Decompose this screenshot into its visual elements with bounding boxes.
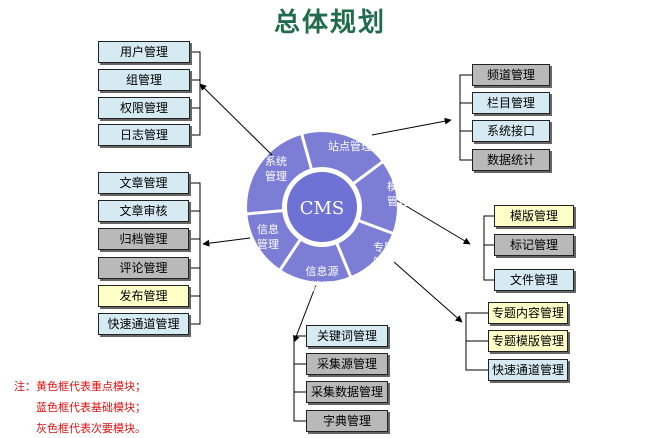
ring-template-label: 模版 [387,179,409,193]
box-channel-management: 频道管理 [472,64,550,86]
box-topic-template-management: 专题模版管理 [488,330,568,352]
ring-site-label: 站点管理 [328,139,372,153]
ring-source-label: 信息源 [306,264,339,278]
page-title: 总体规划 [273,8,386,38]
box-topic-fast-channel-management: 快速通道管理 [488,359,568,381]
box-file-management: 文件管理 [494,269,574,291]
ring-info-label-2: 管理 [257,237,279,251]
legend-note-gray: 灰色框代表次要模块。 [36,422,146,435]
box-template-management: 模版管理 [494,205,574,227]
ring-system-label-2: 管理 [265,169,287,183]
box-topic-content-management: 专题内容管理 [488,302,568,324]
box-collection-source-management: 采集源管理 [306,353,388,375]
box-system-interface: 系统接口 [472,120,550,142]
box-article-review: 文章审核 [98,200,189,222]
cms-core [287,172,357,242]
box-publish-management: 发布管理 [98,285,189,307]
cms-label: CMS [300,198,345,219]
box-permission-management: 权限管理 [98,97,190,119]
legend-note-yellow: 注：黄色框代表重点模块； [14,380,146,393]
box-keyword-management: 关键词管理 [306,325,388,347]
box-user-management: 用户管理 [98,41,190,63]
box-archive-management: 归档管理 [98,228,189,250]
ring-system-label: 系统 [265,155,287,168]
box-tag-management: 标记管理 [494,234,574,256]
ring-source-label-2: 管理 [311,279,333,293]
box-article-management: 文章管理 [98,172,189,194]
box-fast-channel-management: 快速通道管理 [98,313,189,335]
box-column-management: 栏目管理 [472,92,550,114]
box-comment-management: 评论管理 [98,257,189,279]
box-collection-data-management: 采集数据管理 [306,381,388,403]
ring-info-label: 信息 [257,222,279,236]
box-group-management: 组管理 [98,69,190,91]
box-data-statistics: 数据统计 [472,149,550,171]
ring-topic-label: 专题 [373,240,395,254]
ring-topic-label-2: 管理 [373,255,395,269]
box-dictionary-management: 字典管理 [306,410,388,432]
legend-note-blue: 蓝色框代表基础模块； [36,401,146,414]
box-log-management: 日志管理 [98,124,190,146]
ring-template-label-2: 管理 [387,194,409,208]
